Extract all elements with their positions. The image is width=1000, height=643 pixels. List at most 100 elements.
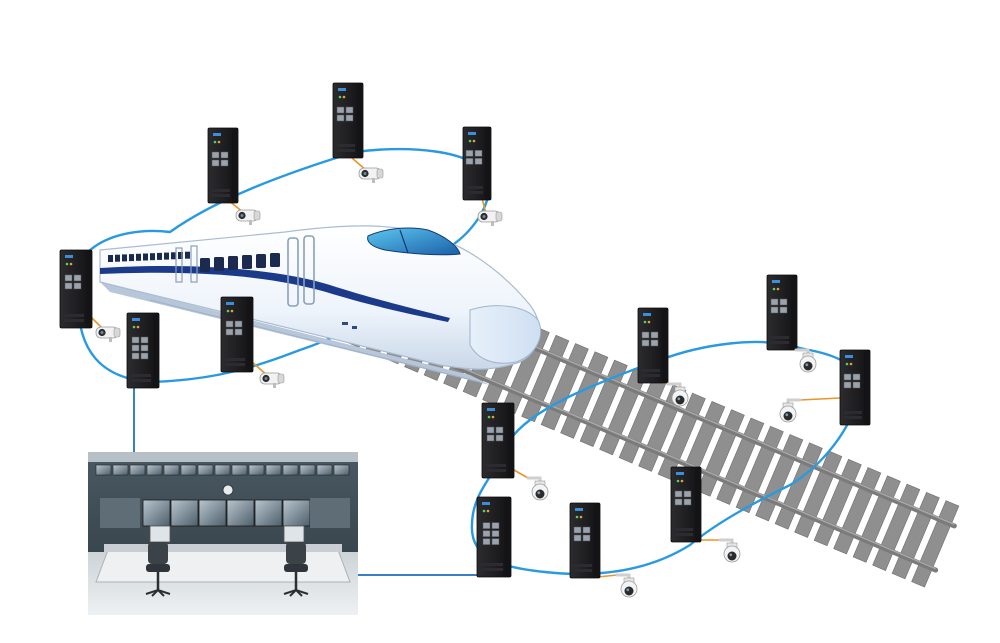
sw-right-3-switch (839, 349, 871, 426)
train-window-small (185, 251, 190, 259)
switch-logo (575, 508, 583, 511)
camera-lens (535, 489, 545, 499)
chair-seat (146, 564, 170, 572)
status-led-icon (680, 479, 684, 483)
ethernet-port-icon (491, 538, 500, 545)
switch-side-fin (153, 315, 159, 386)
switch-side-fin (86, 252, 92, 326)
train-underbody (100, 282, 490, 385)
status-led-icon (226, 309, 230, 313)
control-room-monitor-small (129, 464, 146, 476)
camera-lens-glass (100, 331, 104, 334)
train-light (352, 326, 357, 329)
dome-camera-icon (615, 573, 638, 598)
switch-side-fin (662, 310, 668, 381)
switch-vent (337, 144, 355, 147)
sw-left-switch (59, 249, 93, 329)
ethernet-port-icon (674, 490, 683, 498)
status-led-icon (647, 320, 651, 324)
dome-camera-icon (779, 398, 802, 423)
switch-vent (64, 319, 84, 322)
ethernet-port-icon (465, 158, 474, 165)
train-window-small (143, 253, 148, 261)
switch-vent (212, 189, 230, 192)
ethernet-port-icon (73, 282, 82, 290)
switch-vent (467, 186, 483, 189)
ethernet-port-icon (495, 434, 504, 442)
control-room-video-wall-screen (282, 499, 311, 527)
control-room-video-wall-screen (198, 499, 227, 527)
ethernet-port-icon (779, 306, 788, 314)
sw-top-center-switch (332, 82, 364, 159)
camera-cable (513, 469, 529, 479)
control-room-monitor-small (231, 464, 248, 476)
dome-camera-icon (718, 538, 741, 563)
ethernet-port-icon (482, 530, 491, 537)
status-led-icon (487, 415, 491, 419)
ethernet-port-icon (486, 434, 495, 442)
switch-side-fin (505, 499, 511, 575)
status-led-icon (849, 362, 853, 366)
status-led-icon (472, 139, 476, 143)
status-led-icon (230, 309, 234, 313)
train-window (256, 254, 266, 268)
camera-cable (597, 574, 618, 578)
cameras (95, 167, 817, 598)
train-window-small (171, 252, 176, 260)
camera-hood (277, 373, 285, 384)
ethernet-port-icon (495, 426, 504, 434)
ethernet-port-icon (852, 381, 861, 389)
camera-bracket (615, 573, 631, 581)
control-room-monitor-small (180, 464, 197, 476)
ethernet-port-icon (211, 159, 220, 167)
camera-lens-glass (677, 397, 681, 401)
status-led-icon (575, 515, 579, 519)
camera-lens-glass (264, 377, 268, 380)
camera-lens-glass (805, 363, 809, 367)
ethernet-port-icon (73, 274, 82, 282)
dome-camera-icon (526, 476, 549, 501)
switch-side-fin (357, 85, 363, 156)
status-led-icon (338, 95, 342, 99)
switch-vent (486, 464, 506, 467)
train-door (303, 235, 315, 305)
sw-top-left-switch (207, 127, 239, 204)
train-window (270, 253, 280, 267)
ethernet-port-icon (683, 498, 692, 506)
train-window (214, 257, 224, 271)
ethernet-port-icon (843, 381, 852, 389)
sw-right-6-switch (476, 496, 512, 578)
camera-hood (253, 210, 261, 221)
switch-vent (131, 374, 151, 377)
ethernet-port-icon (674, 498, 683, 506)
switch-vent (771, 336, 789, 339)
ethernet-port-icon (779, 298, 788, 306)
chair-seat (284, 564, 308, 572)
camera-lens-glass (626, 588, 630, 592)
ethernet-port-icon (336, 106, 345, 114)
ethernet-port-icon (843, 373, 852, 381)
camera-cable (799, 397, 841, 401)
switch-side-fin (485, 129, 491, 198)
status-led-icon (491, 415, 495, 419)
switch-vent (481, 568, 503, 571)
ethernet-port-icon (486, 426, 495, 434)
sw-right-1-switch (637, 307, 669, 384)
camera-mount (491, 221, 494, 226)
camera-lens (624, 586, 634, 596)
train-door (190, 245, 198, 283)
switch-vent (225, 363, 245, 366)
camera-lens-glass (785, 413, 789, 417)
train-window-small (164, 252, 169, 260)
ring-top-link (73, 147, 491, 384)
ethernet-port-icon (770, 298, 779, 306)
sw-right-4-switch (481, 402, 515, 479)
switch-vent (771, 341, 789, 344)
switch-vent (64, 314, 84, 317)
ethernet-port-icon (582, 534, 591, 542)
switch-side-fin (247, 299, 253, 370)
train-skirt (149, 299, 481, 383)
status-led-icon (482, 509, 486, 513)
ethernet-port-icon (211, 151, 220, 159)
